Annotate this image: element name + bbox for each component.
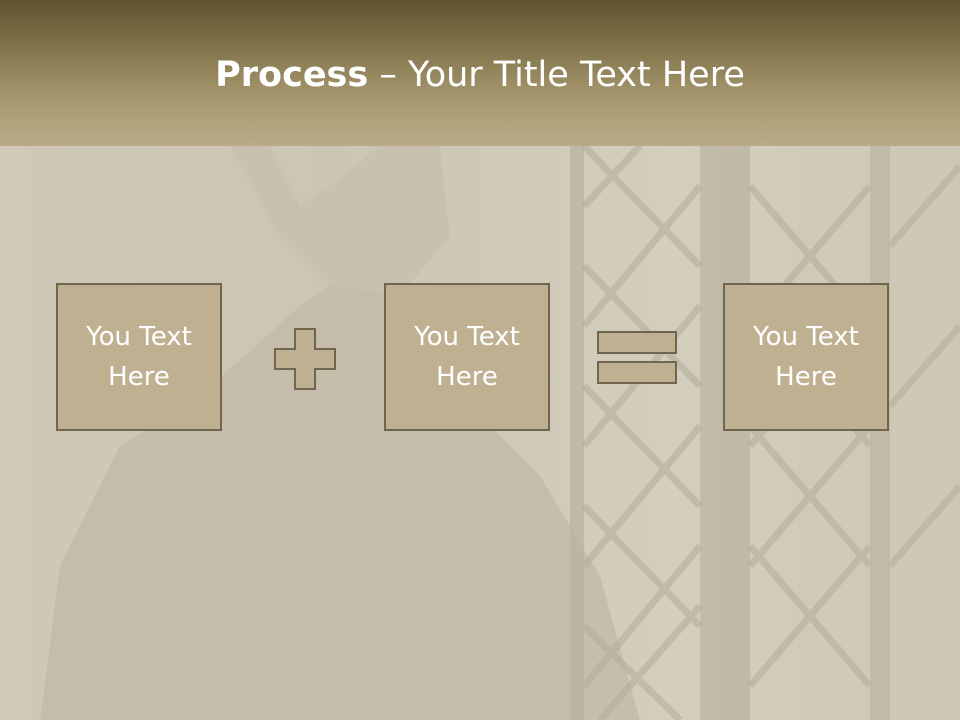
text-box-3-line1: You Text: [753, 322, 859, 352]
text-box-1[interactable]: You Text Here: [56, 283, 222, 431]
text-box-2-line1: You Text: [414, 322, 520, 352]
title-bold: Process: [215, 55, 369, 95]
text-box-1-line1: You Text: [86, 322, 192, 352]
text-box-2[interactable]: You Text Here: [384, 283, 550, 431]
title-rest: – Your Title Text Here: [368, 55, 745, 95]
title-bar: Process – Your Title Text Here: [0, 0, 960, 146]
text-box-1-line2: Here: [108, 362, 170, 392]
plus-icon: [274, 328, 336, 390]
slide-title[interactable]: Process – Your Title Text Here: [0, 52, 960, 98]
text-box-2-line2: Here: [436, 362, 498, 392]
background-photo: [0, 146, 960, 720]
equals-icon: [597, 331, 677, 384]
text-box-3-line2: Here: [775, 362, 837, 392]
text-box-3[interactable]: You Text Here: [723, 283, 889, 431]
